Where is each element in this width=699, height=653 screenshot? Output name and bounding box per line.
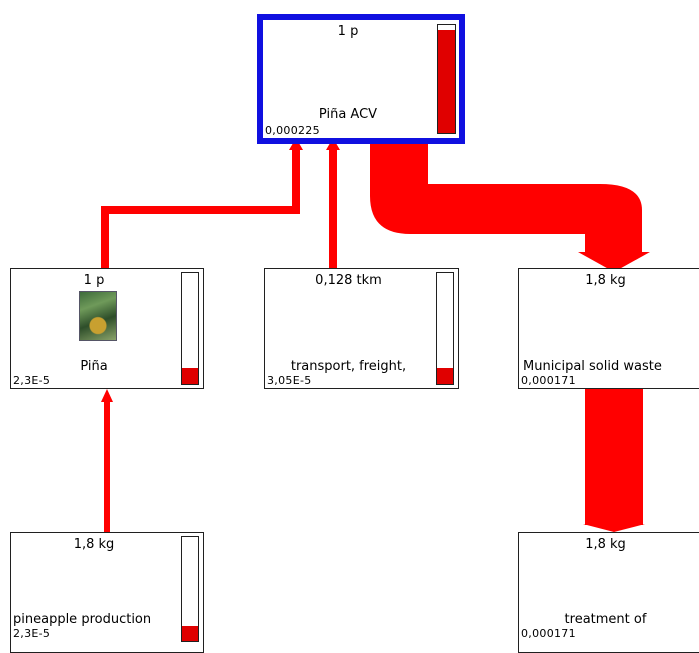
impact-gauge-fill — [182, 626, 198, 641]
pineapple-image — [79, 291, 117, 341]
flow-arrowhead — [289, 138, 303, 150]
process-node-treatment[interactable]: 1,8 kg treatment of 0,000171 — [518, 532, 699, 653]
impact-gauge — [437, 24, 456, 134]
node-amount: 1 p — [337, 24, 359, 39]
flow-arrowhead — [583, 524, 645, 532]
node-label: transport, freight, — [290, 359, 407, 374]
process-node-municipal-solid-waste[interactable]: 1,8 kg Municipal solid waste 0,000171 — [518, 268, 699, 389]
node-value: 3,05E-5 — [267, 374, 312, 387]
flow-arrowhead — [326, 138, 340, 150]
node-label: pineapple production — [13, 612, 152, 627]
node-amount: 1,8 kg — [73, 537, 115, 552]
node-label: Piña ACV — [318, 107, 378, 122]
node-value: 0,000171 — [521, 374, 576, 387]
process-node-root[interactable]: 1 p Piña ACV 0,000225 — [257, 14, 465, 144]
node-value: 2,3E-5 — [13, 374, 51, 387]
node-value: 0,000225 — [265, 124, 320, 137]
flow-arrowhead — [578, 252, 650, 272]
node-amount: 1,8 kg — [585, 537, 626, 552]
node-amount: 1 p — [83, 273, 105, 288]
node-value: 0,000171 — [521, 627, 576, 640]
node-amount: 1,8 kg — [585, 273, 626, 288]
node-value: 2,3E-5 — [13, 627, 51, 640]
flow-arrowhead — [101, 389, 113, 402]
impact-gauge — [181, 536, 199, 642]
flow-waste-to-treatment — [585, 389, 643, 525]
flow-root-to-waste — [370, 142, 642, 254]
node-label: Piña — [80, 359, 108, 374]
impact-gauge-fill — [438, 30, 455, 133]
process-node-transport[interactable]: 0,128 tkm transport, freight, 3,05E-5 — [264, 268, 459, 389]
impact-gauge — [436, 272, 454, 385]
impact-gauge-fill — [437, 368, 453, 384]
node-label: treatment of — [564, 612, 647, 627]
process-node-pineapple-production[interactable]: 1,8 kg pineapple production 2,3E-5 — [10, 532, 204, 653]
node-label: Municipal solid waste — [523, 359, 662, 374]
flow-pina-to-root — [101, 148, 300, 268]
node-amount: 0,128 tkm — [315, 273, 382, 288]
impact-gauge — [181, 272, 199, 385]
process-node-pina[interactable]: 1 p Piña 2,3E-5 — [10, 268, 204, 389]
impact-gauge-fill — [182, 368, 198, 384]
